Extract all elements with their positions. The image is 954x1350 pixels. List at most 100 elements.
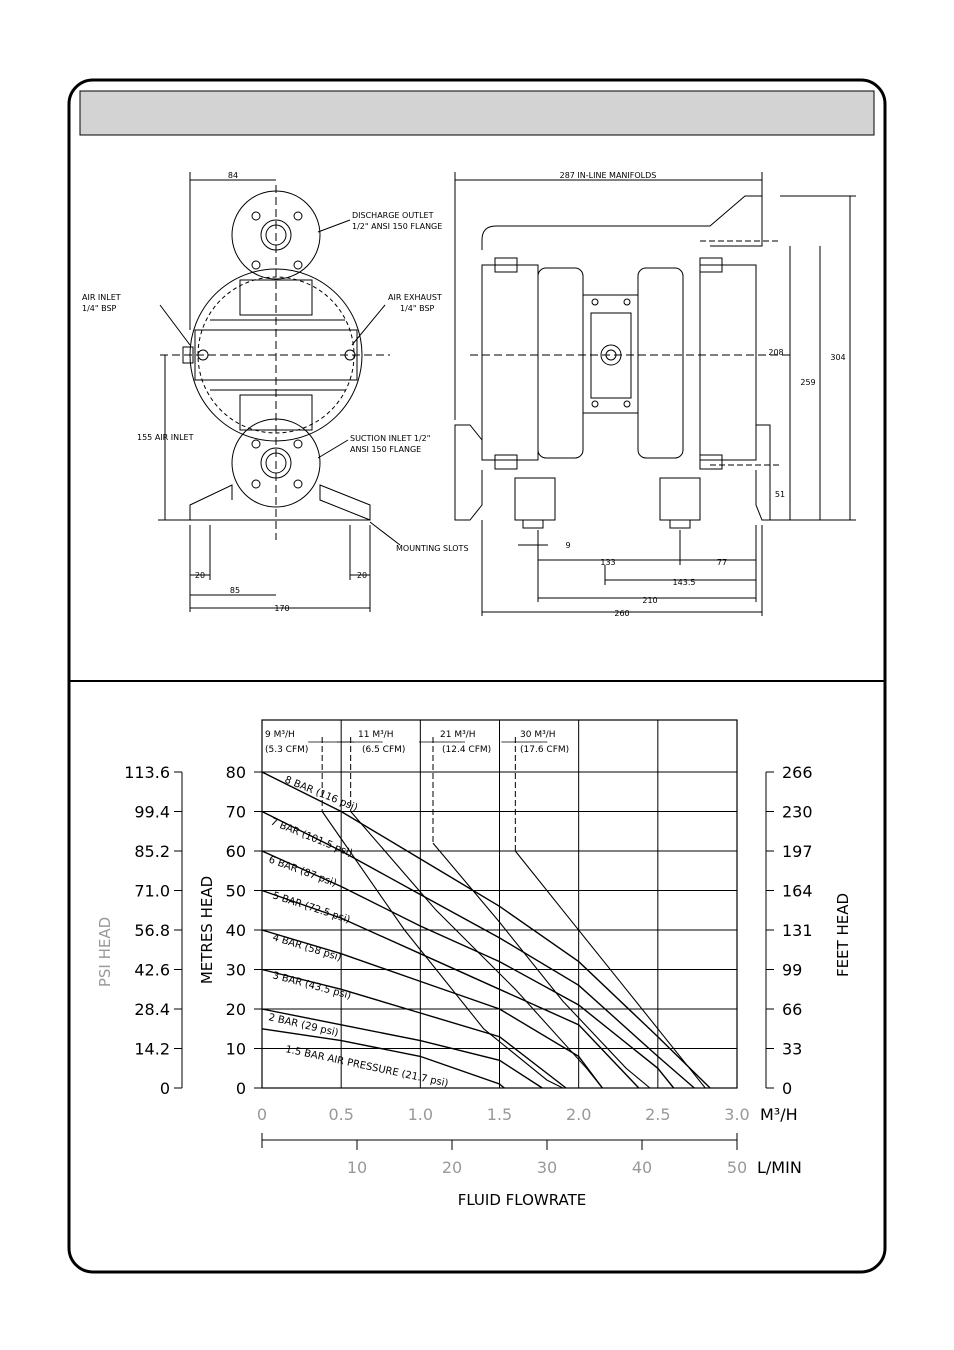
air-consumption-lines	[308, 737, 548, 851]
air-cons-30-l2: (17.6 CFM)	[520, 745, 569, 755]
psi-tick-label: 99.4	[134, 803, 170, 822]
x-unit-m3h: M³/H	[760, 1105, 798, 1124]
x-tick-m3h: 1.5	[487, 1105, 512, 1124]
psi-tick-label: 28.4	[134, 1000, 170, 1019]
pressure-curve	[261, 968, 567, 1089]
air-consumption-curve	[432, 842, 651, 1089]
psi-head-title: PSI HEAD	[96, 917, 114, 987]
air-consumption-curve	[321, 811, 564, 1089]
x-axis-title: FLUID FLOWRATE	[458, 1191, 587, 1209]
dim-20-right: 20	[357, 571, 367, 580]
x-tick-m3h: 2.5	[645, 1105, 670, 1124]
label-1-5-bar: 1.5 BAR AIR PRESSURE (21.7 psi)	[284, 1044, 449, 1089]
psi-tick-label: 85.2	[134, 842, 170, 861]
front-view-drawing	[158, 172, 401, 612]
pressure-curve	[261, 1028, 505, 1089]
metres-head-title: METRES HEAD	[198, 876, 216, 984]
feet-tick-label: 164	[782, 882, 813, 901]
pressure-curve	[261, 850, 675, 1089]
air-cons-30-l1: 30 M³/H	[520, 730, 556, 740]
air-cons-21-l1: 21 M³/H	[440, 730, 476, 740]
side-view-labels: 287 IN-LINE MANIFOLDS 208 259 304 51 9 1…	[560, 171, 846, 618]
air-cons-9-l1: 9 M³/H	[265, 730, 295, 740]
discharge-label-1: DISCHARGE OUTLET	[352, 211, 434, 220]
dim-9: 9	[565, 541, 570, 550]
feet-tick-label: 266	[782, 763, 813, 782]
performance-chart: 01020304050607080014.228.442.656.871.085…	[96, 719, 852, 1209]
metres-tick-label: 0	[236, 1079, 246, 1098]
x-tick-m3h: 1.0	[408, 1105, 433, 1124]
air-inlet-label-1: AIR INLET	[82, 293, 121, 302]
pressure-curve	[261, 771, 711, 1089]
performance-curves	[261, 771, 711, 1089]
dim-155-air-inlet: 155 AIR INLET	[137, 433, 194, 442]
x-tick-m3h: 3.0	[724, 1105, 749, 1124]
pressure-curve	[261, 929, 603, 1089]
dim-210: 210	[642, 596, 657, 605]
feet-head-title: FEET HEAD	[834, 893, 852, 977]
feet-tick-label: 66	[782, 1000, 802, 1019]
x-tick-m3h: 2.0	[566, 1105, 591, 1124]
metres-tick-label: 40	[226, 921, 246, 940]
psi-tick-label: 56.8	[134, 921, 170, 940]
metres-tick-label: 30	[226, 961, 246, 980]
metres-tick-label: 60	[226, 842, 246, 861]
air-inlet-label-2: 1/4" BSP	[82, 304, 117, 313]
x-unit-lmin: L/MIN	[757, 1158, 802, 1177]
metres-tick-label: 80	[226, 763, 246, 782]
side-view-drawing	[454, 172, 856, 616]
metres-tick-label: 10	[226, 1040, 246, 1059]
label-6-bar: 6 BAR (87 psi)	[267, 854, 338, 889]
outer-frame	[67, 78, 887, 1274]
chart-axes: 01020304050607080014.228.442.656.871.085…	[124, 763, 812, 1177]
pressure-curve	[261, 889, 640, 1089]
dim-170: 170	[274, 604, 289, 613]
dim-51: 51	[775, 490, 785, 499]
lmin-tick-label: 50	[727, 1158, 747, 1177]
air-consumption-curve	[350, 811, 603, 1089]
label-4-bar: 4 BAR (58 psi)	[271, 932, 343, 963]
dim-84: 84	[228, 171, 238, 180]
feet-tick-label: 99	[782, 961, 802, 980]
mounting-slots-label: MOUNTING SLOTS	[396, 544, 469, 553]
air-cons-11-l2: (6.5 CFM)	[362, 745, 405, 755]
feet-tick-label: 197	[782, 842, 813, 861]
discharge-label-2: 1/2" ANSI 150 FLANGE	[352, 222, 442, 231]
air-cons-21-l2: (12.4 CFM)	[442, 745, 491, 755]
metres-tick-label: 20	[226, 1000, 246, 1019]
label-5-bar: 5 BAR (72.5 psi)	[271, 890, 351, 926]
psi-tick-label: 0	[160, 1079, 170, 1098]
dim-20-left: 20	[195, 571, 205, 580]
air-cons-9-l2: (5.3 CFM)	[265, 745, 308, 755]
x-tick-m3h: 0	[257, 1105, 267, 1124]
header-bar	[79, 90, 875, 136]
air-consumption-curve	[514, 850, 706, 1089]
pressure-curve	[261, 810, 695, 1089]
feet-tick-label: 33	[782, 1040, 802, 1059]
lmin-tick-label: 40	[632, 1158, 652, 1177]
lmin-tick-label: 20	[442, 1158, 462, 1177]
dim-260: 260	[614, 609, 629, 618]
label-8-bar: 8 BAR (116 psi)	[283, 775, 359, 814]
label-3-bar: 3 BAR (43.5 psi)	[271, 970, 352, 1002]
pressure-curve	[261, 1008, 543, 1089]
dim-85: 85	[230, 586, 240, 595]
dim-143-5: 143.5	[673, 578, 696, 587]
dim-259: 259	[800, 378, 815, 387]
psi-tick-label: 42.6	[134, 961, 170, 980]
x-tick-m3h: 0.5	[328, 1105, 353, 1124]
dim-77: 77	[717, 558, 727, 567]
metres-tick-label: 50	[226, 882, 246, 901]
metres-tick-label: 70	[226, 803, 246, 822]
dim-208: 208	[768, 348, 783, 357]
suction-label-1: SUCTION INLET 1/2"	[350, 434, 430, 443]
air-exhaust-label-1: AIR EXHAUST	[388, 293, 442, 302]
suction-label-2: ANSI 150 FLANGE	[350, 445, 421, 454]
dim-304: 304	[830, 353, 845, 362]
lmin-tick-label: 30	[537, 1158, 557, 1177]
air-exhaust-label-2: 1/4" BSP	[400, 304, 435, 313]
feet-tick-label: 0	[782, 1079, 792, 1098]
lmin-tick-label: 10	[347, 1158, 367, 1177]
front-view-labels: 84 DISCHARGE OUTLET 1/2" ANSI 150 FLANGE…	[82, 171, 469, 613]
air-cons-11-l1: 11 M³/H	[358, 730, 394, 740]
